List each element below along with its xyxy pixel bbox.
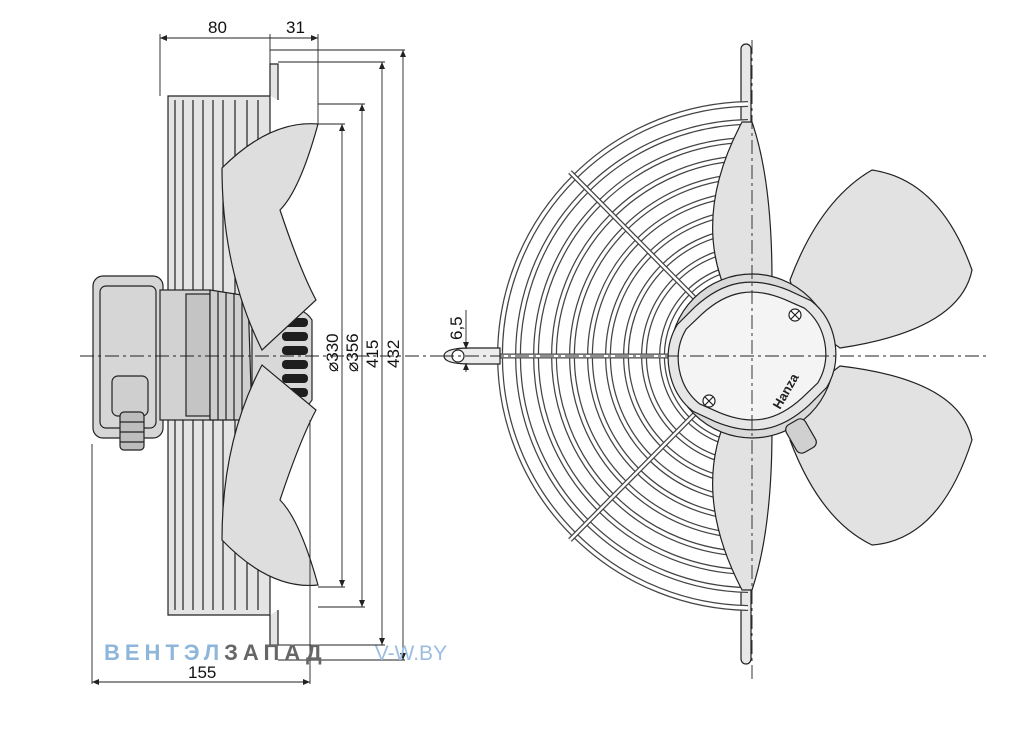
dim-80: 80: [208, 18, 227, 37]
dim-31: 31: [286, 18, 305, 37]
screw-bottom: [702, 394, 716, 408]
dim-d356: ⌀356: [343, 333, 362, 372]
dim-155: 155: [188, 663, 216, 682]
screw-top: [788, 308, 802, 322]
cable-gland: [111, 375, 149, 417]
blade-side-bottom: [221, 364, 319, 587]
front-view: [443, 43, 973, 665]
dim-d330: ⌀330: [323, 333, 342, 372]
watermark-part2: ЗАПАД: [224, 640, 327, 665]
watermark-part3: V-W.BY: [374, 642, 448, 665]
side-dimensions: [80, 34, 440, 684]
front-cable-gland: [785, 418, 817, 454]
mounting-bracket-bottom: [269, 610, 279, 646]
side-view: [92, 63, 319, 646]
watermark-part1: ВЕНТЭЛ: [104, 640, 225, 665]
dim-hole: 6,5: [447, 316, 466, 340]
dim-432: 432: [384, 340, 403, 368]
blade-front-left-top: [712, 121, 773, 301]
watermark: ВЕНТЭЛЗАПАД V-W.BY: [104, 640, 447, 666]
blade-side-top: [221, 123, 319, 351]
mounting-bracket-top: [269, 63, 279, 100]
dimension-arrows: [92, 35, 406, 685]
dim-415: 415: [363, 340, 382, 368]
